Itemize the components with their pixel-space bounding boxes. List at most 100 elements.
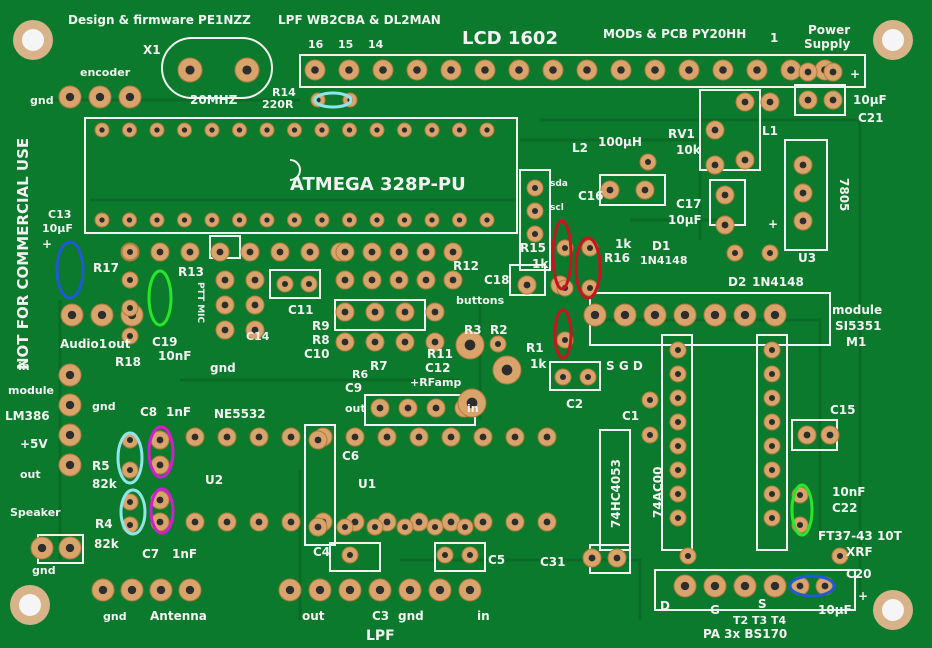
pad-hole <box>590 310 600 320</box>
label-c31: C31 <box>540 555 566 569</box>
pad-hole <box>371 523 379 531</box>
pad-hole <box>97 310 107 320</box>
pad-hole <box>753 66 761 74</box>
pad-hole <box>181 127 188 133</box>
label-mods-pcb: MODs & PCB PY20HH <box>603 27 746 41</box>
pad-hole <box>449 276 457 284</box>
pad-hole <box>531 184 539 192</box>
red-mark-r1 <box>553 308 573 360</box>
label-c20-value: 10µF <box>818 603 852 617</box>
pad-hole <box>586 284 594 292</box>
pad-hole <box>395 276 403 284</box>
label-sgd: S G D <box>606 359 643 373</box>
label-g-pin: G <box>710 603 720 617</box>
label-c20: C20 <box>846 567 872 581</box>
label-c5: C5 <box>488 553 505 567</box>
pad-hole <box>484 127 490 133</box>
label-c17-value: 10µF <box>668 213 702 227</box>
label-scl: scl <box>550 203 564 213</box>
label-r15-value: 1k <box>532 257 549 271</box>
pad-hole <box>341 308 349 316</box>
pad-hole <box>99 127 105 133</box>
cyan-mark-r4 <box>119 488 147 536</box>
solder-pads <box>30 57 849 602</box>
pad-hole <box>435 585 445 595</box>
pad-hole <box>674 346 682 354</box>
label-c15: C15 <box>830 403 856 417</box>
pad-hole <box>826 431 834 439</box>
pad-hole <box>126 304 134 312</box>
green-mark-c22 <box>790 483 814 537</box>
pad-hole <box>447 66 455 74</box>
pad-hole <box>251 301 259 309</box>
pad-hole <box>401 127 408 133</box>
label-l2-value: 100µH <box>598 135 642 149</box>
label-si5351: SI5351 <box>835 319 882 333</box>
label-l1: L1 <box>762 124 778 138</box>
pad-hole <box>375 585 385 595</box>
pad-hole <box>449 248 457 256</box>
label-r9: R9 <box>312 319 330 333</box>
pad-hole <box>464 339 476 351</box>
label-c18: C18 <box>484 273 510 287</box>
pad-hole <box>287 518 295 526</box>
label-d1-value: 1N4148 <box>640 254 687 267</box>
red-mark-r16 <box>574 236 602 300</box>
label-r11: R11 <box>427 347 453 361</box>
label-c13: C13 <box>48 208 71 221</box>
pad-hole <box>185 585 195 595</box>
pad-hole <box>236 217 243 223</box>
pad-hole <box>311 66 319 74</box>
pad-hole <box>156 461 164 469</box>
label-c8-value: 1nF <box>166 405 191 419</box>
pad-hole <box>126 248 134 256</box>
label-d1: D1 <box>652 239 670 253</box>
label-buttons: buttons <box>456 294 505 307</box>
label-module-si: module <box>832 303 882 317</box>
label-rv1: RV1 <box>668 127 695 141</box>
label-ps-plus: + <box>850 67 860 81</box>
pad-hole <box>379 66 387 74</box>
label-7805: 7805 <box>837 178 851 211</box>
pad-hole <box>251 326 259 334</box>
pad-hole <box>65 430 75 440</box>
label-out-rf: out <box>345 402 366 415</box>
pad-hole <box>710 310 720 320</box>
label-pin14: 14 <box>368 38 384 51</box>
pad-hole <box>422 276 430 284</box>
pad-hole <box>741 156 749 164</box>
pad-hole <box>523 281 531 289</box>
label-r1-value: 1k <box>530 357 547 371</box>
pad-hole <box>126 436 134 444</box>
pad-hole <box>431 523 439 531</box>
pad-hole <box>651 66 659 74</box>
pad-hole <box>711 126 719 134</box>
pad-hole <box>494 340 502 348</box>
pad-hole <box>126 466 134 474</box>
pad-hole <box>501 364 513 376</box>
label-c21: C21 <box>858 111 884 125</box>
pad-hole <box>803 431 811 439</box>
label-c16: C16 <box>578 189 604 203</box>
pad-hole <box>67 310 77 320</box>
label-r12: R12 <box>453 259 479 273</box>
pad-hole <box>404 404 412 412</box>
label-r18: R18 <box>115 355 141 369</box>
pad-hole <box>98 585 108 595</box>
pad-hole <box>680 581 690 591</box>
pad-hole <box>680 310 690 320</box>
pad-hole <box>768 370 776 378</box>
pad-hole <box>799 189 807 197</box>
label-c12: C12 <box>425 361 451 375</box>
label-r5-value: 82k <box>92 477 118 491</box>
label-ft37: FT37-43 10T <box>818 529 903 543</box>
pad-hole <box>543 433 551 441</box>
pad-hole <box>95 92 105 102</box>
pad-hole <box>126 276 134 284</box>
label-c8: C8 <box>140 405 157 419</box>
pad-hole <box>351 518 359 526</box>
pad-hole <box>251 276 259 284</box>
pad-hole <box>641 186 649 194</box>
pad-hole <box>126 332 134 340</box>
